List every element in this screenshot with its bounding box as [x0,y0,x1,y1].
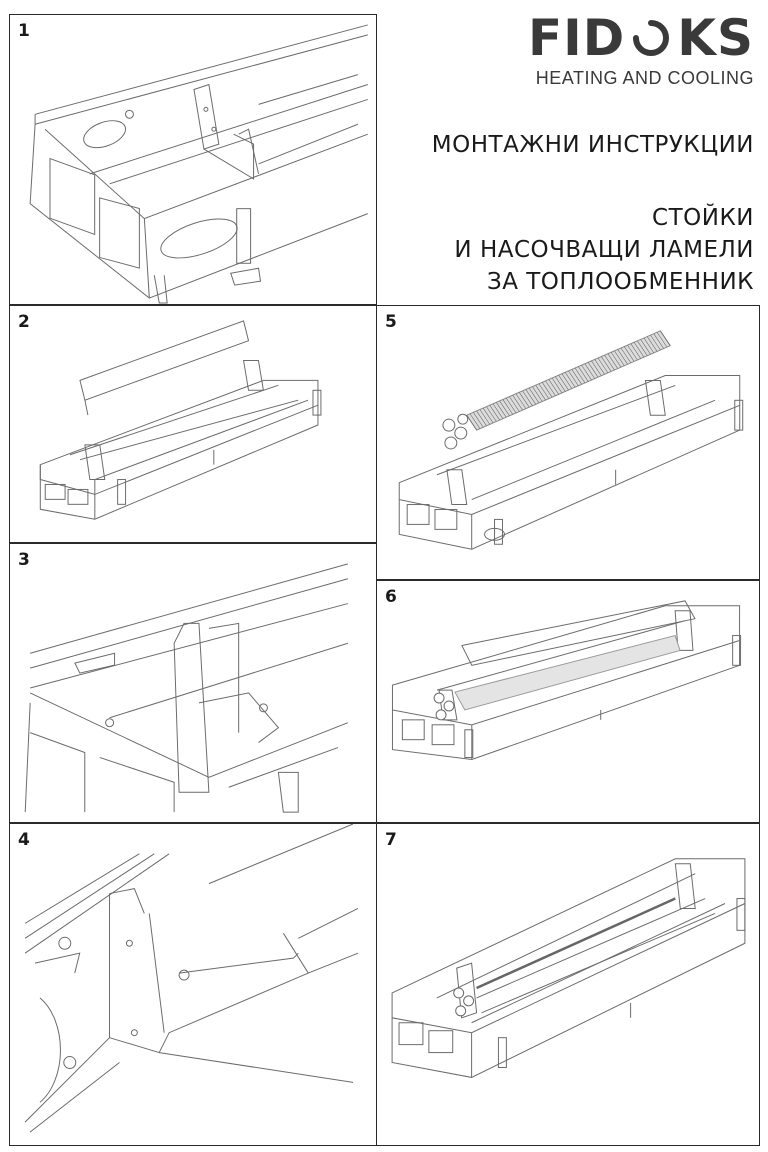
fin-line [509,396,520,412]
fin-line [584,363,596,379]
fin-line [522,390,533,406]
step-number: 7 [385,830,397,850]
fin-line [617,349,628,365]
fin-line [604,354,615,371]
fin-line [482,407,494,424]
fin-line [518,392,530,408]
fin-line [489,405,500,421]
step-number: 2 [18,312,30,332]
fin-line [568,370,579,386]
fin-line [581,364,592,381]
subtitle-line-1: СТОЙКИ [652,205,754,231]
step-number: 3 [18,550,30,570]
step-panel-1: 1 [9,14,377,305]
fin-line [640,339,651,355]
brand-wordmark: FID KS [528,8,754,68]
fin-line [594,359,605,375]
fin-line [653,333,664,349]
brand-name-right: KS [677,9,754,67]
step-2-illustration [39,320,322,520]
subtitle-line-3: ЗА ТОПЛООБМЕННИК [486,269,754,295]
fin-line [591,360,602,376]
fin-line [538,383,550,399]
step-panel-6: 6 [376,580,760,823]
fin-line [633,342,645,358]
step-panel-5: 5 [376,305,760,580]
step-4-illustration [24,824,359,1133]
page-title: МОНТАЖНИ ИНСТРУКЦИИ [431,132,754,158]
fin-line [466,415,477,431]
step-panel-7: 7 [376,823,760,1146]
fin-line [627,344,638,361]
fin-line [545,380,556,396]
fin-line [528,387,540,404]
step-number: 4 [18,830,30,850]
fin-line [541,382,553,398]
fin-line [574,367,586,384]
fin-line [555,376,566,392]
fin-line [564,372,576,388]
fin-line [587,362,599,378]
fin-line [492,403,504,419]
step-panel-4: 4 [9,823,377,1146]
page-subtitle: СТОЙКИ И НАСОЧВАЩИ ЛАМЕЛИ ЗА ТОПЛООБМЕНН… [454,202,754,298]
fin-line [614,350,625,366]
step-number: 6 [385,587,397,607]
fin-line [548,379,559,395]
brand-name-left: FID [527,9,626,67]
fin-line [620,347,632,364]
fin-line [479,409,491,425]
brand-logo: FID KS HEATING AND COOLING [528,8,754,89]
fin-line [597,357,609,374]
fin-line [561,373,573,389]
fin-line [607,353,619,369]
fin-line [502,399,514,415]
fin-line [656,332,668,348]
fin-line [623,346,635,362]
fin-line [630,343,641,359]
fin-line [535,385,546,401]
fin-line [499,400,510,416]
fin-line [578,366,589,382]
brand-subtitle: HEATING AND COOLING [535,68,754,88]
fin-line [650,334,661,351]
fin-line [496,402,507,418]
subtitle-line-2: И НАСОЧВАЩИ ЛАМЕЛИ [454,237,754,263]
fin-line [476,410,487,426]
fin-line [646,336,658,352]
fin-line [660,330,671,346]
fin-line [505,397,517,414]
step-panel-2: 2 [9,305,377,543]
fin-line [571,369,582,385]
step-6-illustration [391,600,742,761]
step-5-illustration [398,330,744,550]
fin-line [558,374,569,391]
step-3-illustration [24,563,349,813]
fin-line [643,337,655,354]
brand-swirl-icon [633,20,670,56]
fin-line [637,340,648,356]
fin-line [551,377,563,394]
fin-line [515,393,527,409]
fin-line [486,406,497,422]
step-panel-3: 3 [9,543,377,823]
fin-line [610,352,622,368]
step-number: 1 [18,21,30,41]
step-number: 5 [385,312,397,332]
step-1-illustration [29,24,368,304]
fin-line [469,413,481,429]
fin-line [525,389,536,405]
step-7-illustration [391,858,746,1078]
fin-line [473,412,484,428]
fin-line [601,356,612,372]
fin-line [512,395,523,411]
fin-line [532,386,543,402]
